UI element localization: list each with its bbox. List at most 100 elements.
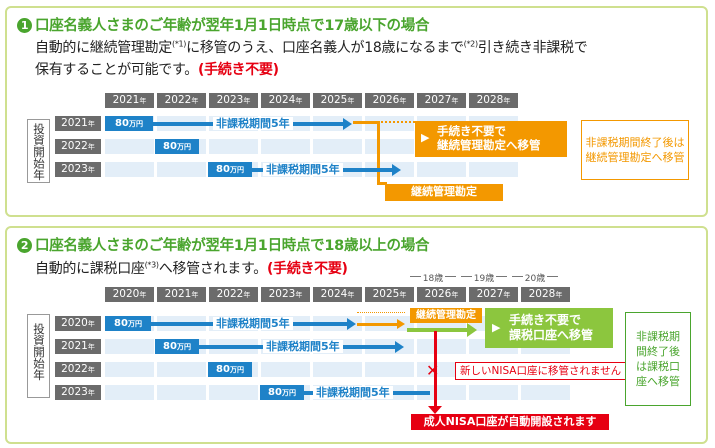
year-text: 2023 (216, 94, 244, 106)
amt-val: 80 (163, 341, 177, 352)
section-1-row-axis-label: 投資開始年 (27, 119, 50, 183)
amt-unit: 万円 (176, 343, 191, 351)
year-header-2026: 2026年 (365, 93, 414, 108)
grid-cell (105, 162, 154, 177)
orange-transfer-box: ▶ 手続き不要で 継続管理勘定へ移管 (415, 121, 567, 157)
p2-green-transfer-box: ▶ 手続き不要で 課税口座へ移管 (485, 308, 613, 348)
row-year-text: 2022 (61, 363, 88, 375)
row-year-text: 2023 (61, 163, 88, 175)
orange-connector-v (377, 121, 380, 183)
year-suffix: 年 (139, 97, 147, 105)
amt-unit: 万円 (127, 320, 142, 328)
year-text: 2027 (424, 94, 452, 106)
p2-green-line (407, 328, 469, 332)
row-year-suffix: 年 (87, 389, 95, 397)
year-header-2023: 2023年 (209, 93, 258, 108)
desc1-line2: 保有することが可能です。 (35, 62, 198, 78)
desc1-sup2: (*2) (463, 39, 478, 49)
row-year-suffix: 年 (87, 166, 95, 174)
year-header-2028: 2028年 (469, 93, 518, 108)
year-text: 2022 (216, 288, 244, 300)
grid-cell (521, 385, 570, 400)
year-header-2027: 2027年 (469, 287, 518, 302)
p2-row4-period-label: 非課税期間5年 (313, 386, 393, 399)
year-header-2028: 2028年 (521, 287, 570, 302)
grid-cell (365, 362, 414, 377)
year-suffix: 年 (243, 291, 251, 299)
row-year-text: 2020 (61, 317, 88, 329)
year-header-2022: 2022年 (157, 93, 206, 108)
section-2-note-text: 非課税期間終了後は課税口座へ移管 (636, 330, 680, 388)
grid-cell (417, 385, 466, 400)
row-year-suffix: 年 (87, 320, 95, 328)
section-1-description-line1: 自動的に継続管理勘定(*1)に移管のうえ、口座名義人が18歳になるまで(*2)引… (35, 37, 588, 57)
age-19-text: 19歳 (471, 274, 497, 284)
desc1-b: に移管のうえ、口座名義人が18歳になるまで (186, 40, 464, 56)
grid-cell (417, 339, 466, 354)
amt-unit: 万円 (229, 366, 244, 374)
age-18: 18歳 (408, 271, 458, 284)
p2-red-arrow-head (428, 406, 442, 414)
orange-box-arrow-icon: ▶ (421, 131, 430, 144)
row-year-text: 2022 (61, 140, 88, 152)
row-header-2021: 2021年 (55, 116, 101, 131)
amt-unit: 万円 (176, 143, 191, 151)
grid-cell (105, 362, 154, 377)
age-19: 19歳 (459, 271, 509, 284)
grid-cell (417, 162, 466, 177)
red-cross-icon: ✕ (426, 361, 440, 380)
grid-cell (261, 362, 310, 377)
year-text: 2027 (476, 288, 504, 300)
year-text: 2028 (528, 288, 556, 300)
grid-cell (105, 139, 154, 154)
row-header-2021: 2021年 (55, 339, 101, 354)
grid-cell (469, 385, 518, 400)
p2-row3-amount: 80万円 (208, 362, 252, 377)
p2-orange-arrow-line (357, 323, 397, 326)
row-year-suffix: 年 (87, 366, 95, 374)
row1-arrow-head (343, 118, 352, 130)
desc1-a: 自動的に継続管理勘定 (35, 40, 172, 56)
year-header-2027: 2027年 (417, 93, 466, 108)
year-header-2020: 2020年 (105, 287, 154, 302)
amt-val: 80 (268, 387, 282, 398)
orange-box-line1: 手続き不要で (437, 124, 506, 138)
amt-unit: 万円 (229, 166, 244, 174)
section-2-note: 非課税期間終了後は課税口座へ移管 (625, 312, 691, 406)
grid-cell (105, 385, 154, 400)
desc2-sup: (*3) (144, 260, 159, 270)
row-header-2023: 2023年 (55, 162, 101, 177)
p2-adult-nisa-bar: 成人NISA口座が自動開設されます (411, 414, 609, 430)
orange-connector-h (353, 121, 379, 124)
desc2-a: 自動的に課税口座 (35, 261, 145, 277)
row-axis-label-text: 投資開始年 (32, 323, 46, 381)
grid-cell (365, 139, 414, 154)
amt-val: 80 (163, 141, 177, 152)
year-header-2021: 2021年 (157, 287, 206, 302)
section-1-title-text: 口座名義人さまのご年齢が翌年1月1日時点で17歳以下の場合 (35, 18, 430, 34)
desc1-no-procedure: (手続き不要) (198, 62, 279, 78)
year-suffix: 年 (243, 97, 251, 105)
grid-cell (313, 139, 362, 154)
p2-continuous-management-label: 継続管理勘定 (410, 308, 482, 323)
row-header-2023: 2023年 (55, 385, 101, 400)
year-suffix: 年 (503, 97, 511, 105)
row1-period-label: 非課税期間5年 (213, 117, 293, 130)
year-text: 2025 (372, 288, 400, 300)
amt-val: 80 (115, 118, 129, 129)
grid-cell (209, 385, 258, 400)
row-year-suffix: 年 (87, 120, 95, 128)
p2-red-line (434, 331, 437, 407)
year-suffix: 年 (191, 97, 199, 105)
year-header-2024: 2024年 (313, 287, 362, 302)
year-header-2026: 2026年 (417, 287, 466, 302)
green-box-line2: 課税口座へ移管 (509, 328, 594, 342)
section-2-title-text: 口座名義人さまのご年齢が翌年1月1日時点で18歳以上の場合 (35, 238, 430, 254)
year-suffix: 年 (399, 291, 407, 299)
amt-val: 80 (114, 318, 128, 329)
p2-red-note: 新しいNISA口座に移管されません (455, 362, 627, 380)
year-text: 2021 (164, 288, 192, 300)
section-1-description-line2: 保有することが可能です。(手続き不要) (35, 59, 279, 79)
